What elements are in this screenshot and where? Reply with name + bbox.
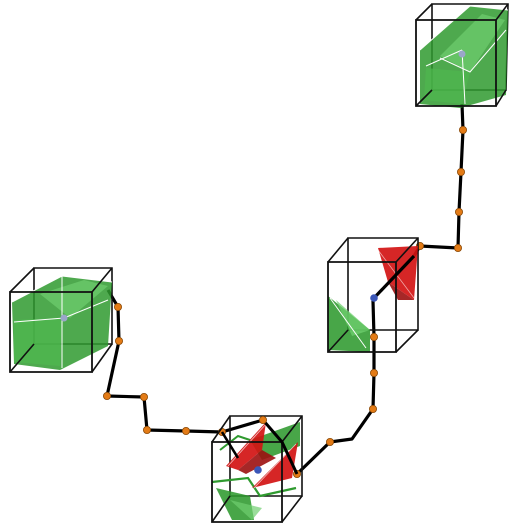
chain-node <box>103 392 110 399</box>
chain-node <box>454 244 461 251</box>
chain-node <box>369 405 376 412</box>
chain-node <box>140 393 147 400</box>
center-atom <box>370 294 378 302</box>
cube-top-right <box>416 4 508 108</box>
chain-node <box>459 126 466 133</box>
chain-line <box>107 290 263 432</box>
chain-node <box>370 333 377 340</box>
chain-node <box>370 369 377 376</box>
chain-node <box>143 426 150 433</box>
chain-node <box>457 168 464 175</box>
chain-node <box>455 208 462 215</box>
center-atom <box>61 315 68 322</box>
chain-line <box>414 104 463 256</box>
chain-node <box>326 438 333 445</box>
cube-edge <box>416 4 432 20</box>
chain-top-to-middle <box>414 104 467 256</box>
center-atom <box>459 51 466 58</box>
chain-node <box>114 303 121 310</box>
chain-node <box>182 427 189 434</box>
chain-node <box>259 416 266 423</box>
cube-edge <box>328 238 348 262</box>
chain-node <box>115 337 122 344</box>
cube-edge <box>396 330 418 352</box>
cube-left <box>10 268 112 372</box>
cube-edge <box>282 496 302 522</box>
center-atom <box>254 466 262 474</box>
chain-bottom-to-left <box>103 290 263 436</box>
cube-edge <box>10 268 34 292</box>
